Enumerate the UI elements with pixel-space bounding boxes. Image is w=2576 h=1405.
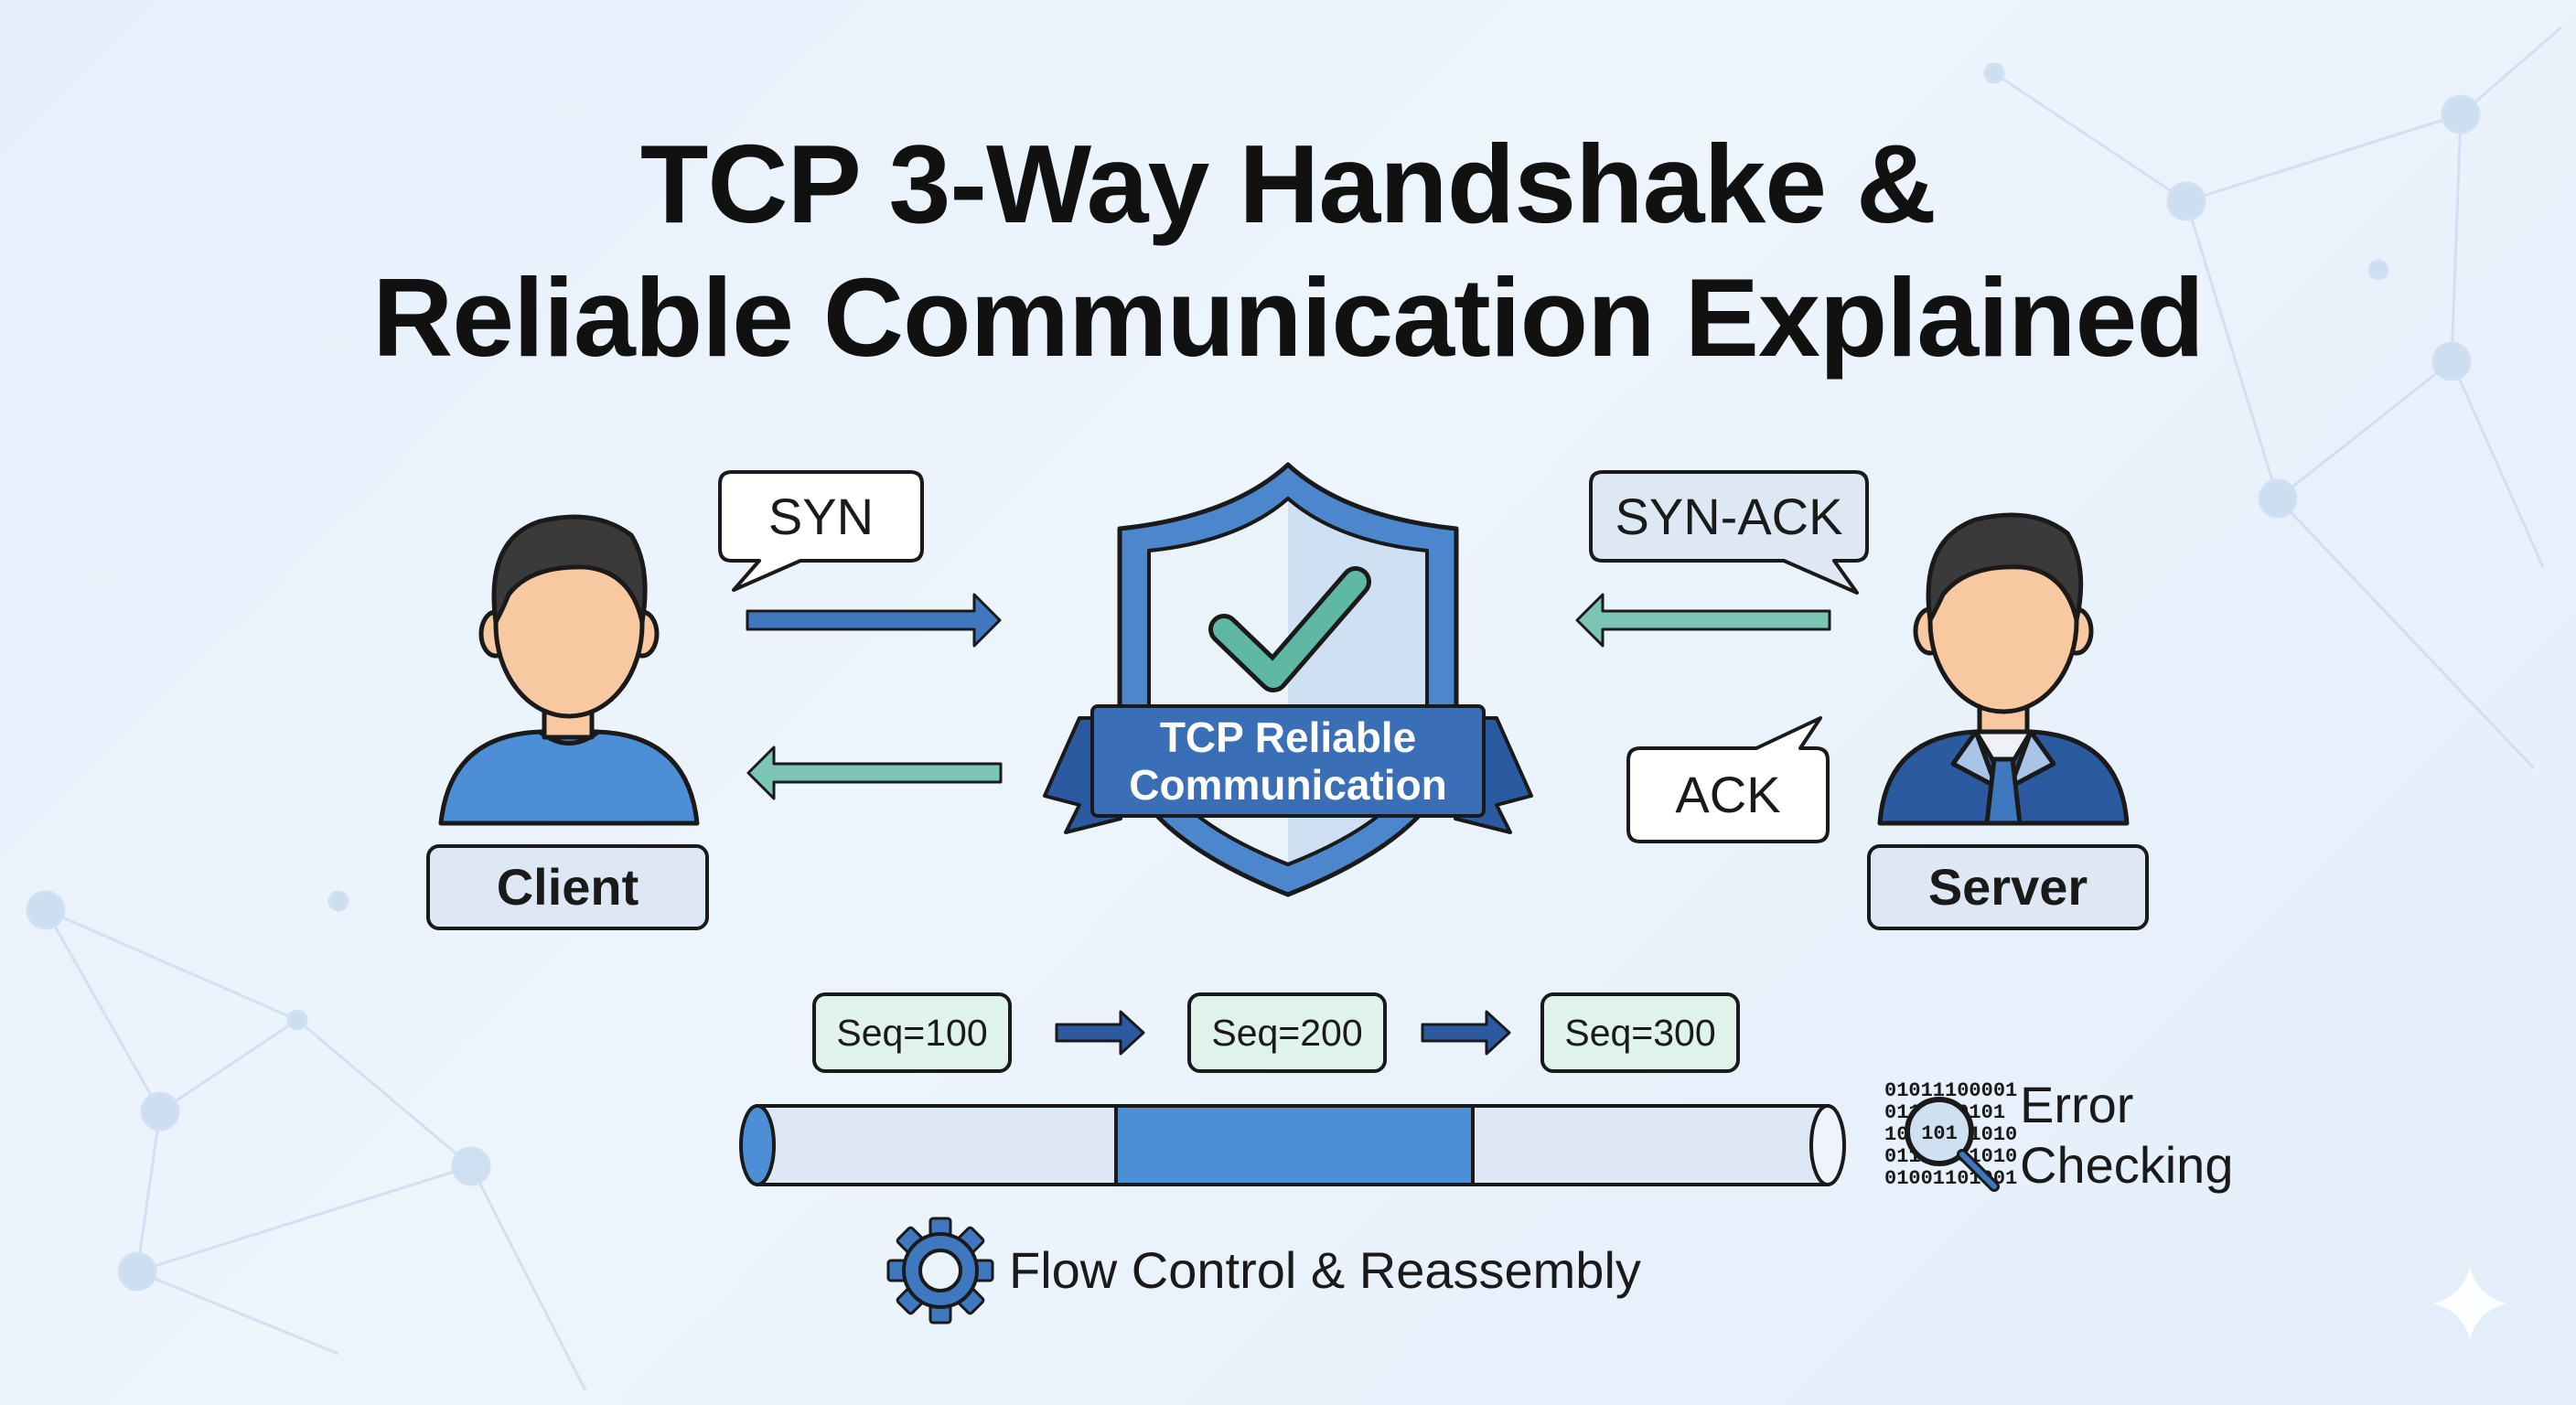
title-line-1: TCP 3-Way Handshake & <box>639 122 1937 246</box>
seq-box-300 <box>1540 992 1740 1073</box>
badge-line-1: TCP Reliable <box>1159 713 1417 761</box>
page-title: TCP 3-Way Handshake & Reliable Communica… <box>0 117 2576 384</box>
flow-control-label: Flow Control & Reassembly <box>1009 1241 1641 1299</box>
seq-arrow-1 <box>1055 1010 1145 1056</box>
seq-label-300: Seq=300 <box>1564 1012 1716 1054</box>
svg-text:01011100001: 01011100001 <box>1884 1079 2017 1102</box>
ack-arrow <box>746 745 1003 800</box>
seq-label-100: Seq=100 <box>836 1012 988 1054</box>
server-label: Server <box>1927 858 2088 916</box>
error-checking-label: Error Checking <box>2020 1075 2294 1196</box>
server-avatar <box>1877 512 2130 826</box>
seq-box-200 <box>1187 992 1387 1073</box>
syn-bubble <box>718 470 924 592</box>
sequence-row <box>812 992 1740 1073</box>
syn-ack-label: SYN-ACK <box>1615 488 1843 545</box>
client-label-box <box>426 844 709 930</box>
network-background <box>26 26 2562 1391</box>
data-pipe <box>739 1104 1846 1186</box>
shield-check-icon <box>1117 462 1459 897</box>
server-label-box <box>1867 844 2149 930</box>
syn-label: SYN <box>767 488 875 545</box>
syn-arrow <box>746 593 1002 648</box>
client-label: Client <box>496 858 639 916</box>
error-checking-line-2: Checking <box>2020 1136 2234 1194</box>
badge-ribbon <box>1043 704 1533 834</box>
seq-arrow-2 <box>1421 1010 1511 1056</box>
seq-box-100 <box>812 992 1012 1073</box>
error-checking-line-1: Error <box>2020 1076 2134 1133</box>
seq-label-200: Seq=200 <box>1211 1012 1363 1054</box>
title-line-2: Reliable Communication Explained <box>372 255 2205 380</box>
syn-ack-bubble <box>1589 470 1869 595</box>
gear-icon <box>886 1217 994 1325</box>
syn-ack-arrow <box>1575 593 1831 648</box>
sparkle-icon <box>2433 1267 2506 1340</box>
client-avatar <box>438 514 700 826</box>
ack-bubble <box>1626 716 1830 843</box>
ack-label: ACK <box>1675 766 1781 823</box>
binary-magnifier-icon: 01011100001 0111010101 10101011010 01101… <box>1884 1079 2017 1192</box>
badge-line-2: Communication <box>1129 761 1447 809</box>
svg-text:101: 101 <box>1921 1122 1958 1145</box>
